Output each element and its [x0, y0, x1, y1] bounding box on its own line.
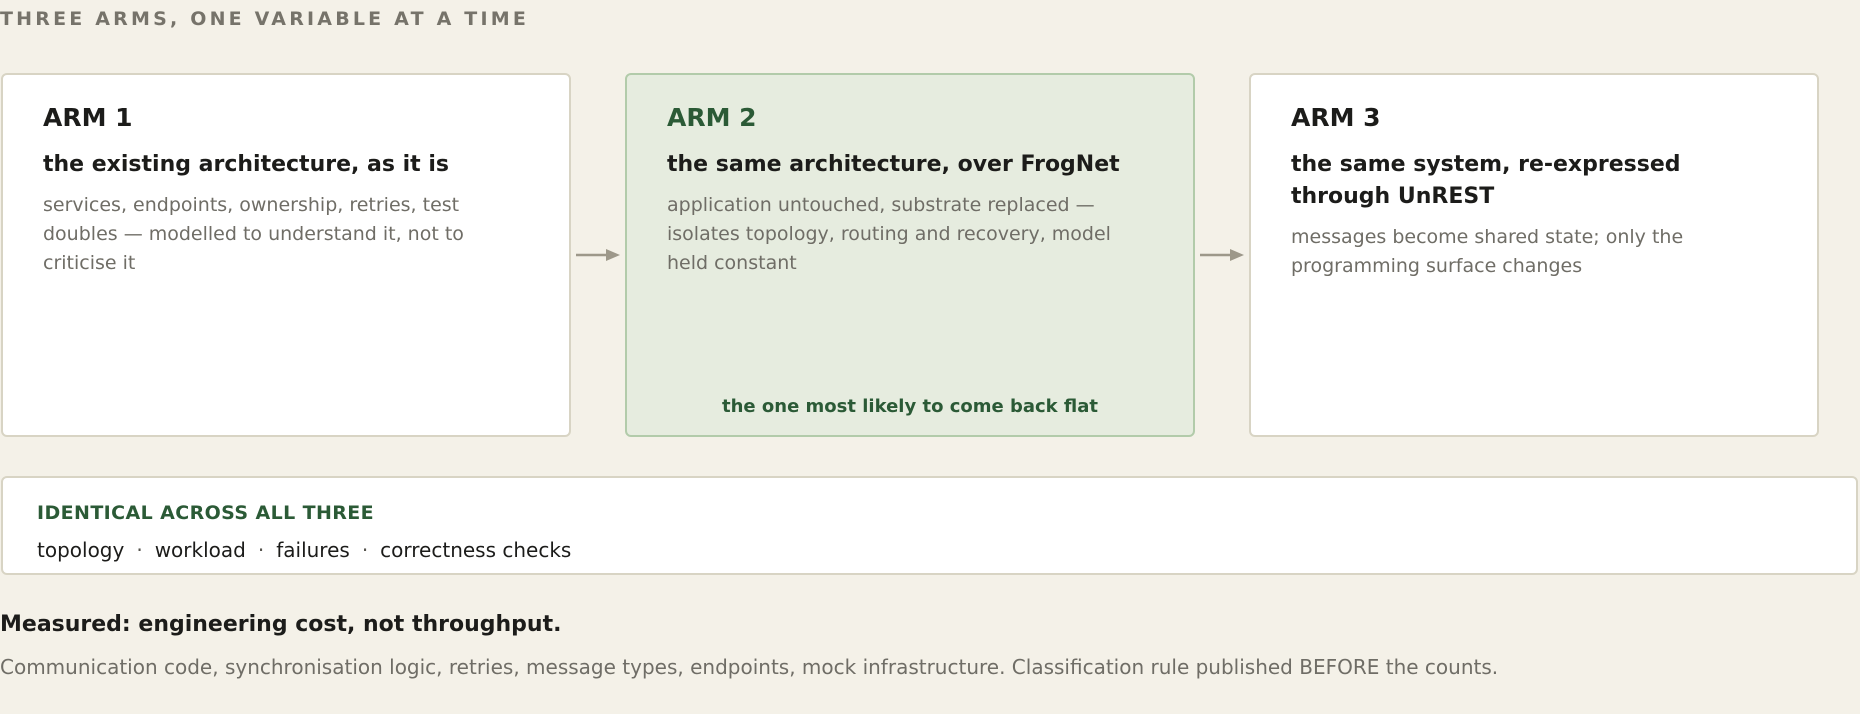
arm-2-note: the one most likely to come back flat	[722, 396, 1098, 417]
arm-3-title: the same system, re-expressed through Un…	[1291, 152, 1681, 210]
arm-2-title: the same architecture, over FrogNet	[667, 152, 1120, 178]
arm-1-card: ARM 1 the existing architecture, as it i…	[1, 73, 571, 437]
kicker-heading: THREE ARMS, ONE VARIABLE AT A TIME	[0, 8, 530, 30]
separator-dot: ·	[136, 538, 143, 562]
arm-1-title: the existing architecture, as it is	[43, 152, 449, 178]
arm-1-description: services, endpoints, ownership, retries,…	[43, 194, 464, 275]
identical-title: IDENTICAL ACROSS ALL THREE	[37, 502, 375, 524]
separator-dot: ·	[257, 538, 265, 562]
identical-item: topology	[37, 538, 125, 562]
identical-item: workload	[154, 538, 246, 562]
identical-item: failures	[276, 538, 350, 562]
separator-dot: ·	[361, 538, 369, 562]
arrow-right-icon	[1200, 249, 1244, 261]
arm-2-description: application untouched, substrate replace…	[667, 194, 1111, 275]
identical-across-box: IDENTICAL ACROSS ALL THREE topology · work…	[1, 476, 1858, 575]
arrow-right-icon	[576, 249, 620, 261]
identical-items: topology · workload · failures · correctness c…	[37, 538, 1822, 562]
arm-3-label: ARM 3	[1291, 103, 1381, 132]
measured-description: Communication code, synchronisation logi…	[0, 655, 1499, 679]
arm-1-label: ARM 1	[43, 103, 133, 132]
measured-title: Measured: engineering cost, not throughp…	[0, 612, 562, 637]
arm-2-label: ARM 2	[667, 103, 757, 132]
arm-3-card: ARM 3 the same system, re-expressed thro…	[1249, 73, 1819, 437]
arm-2-card: ARM 2 the same architecture, over FrogNe…	[625, 73, 1195, 437]
identical-item: correctness checks	[380, 538, 572, 562]
arm-3-description: messages become shared state; only the p…	[1291, 226, 1684, 278]
